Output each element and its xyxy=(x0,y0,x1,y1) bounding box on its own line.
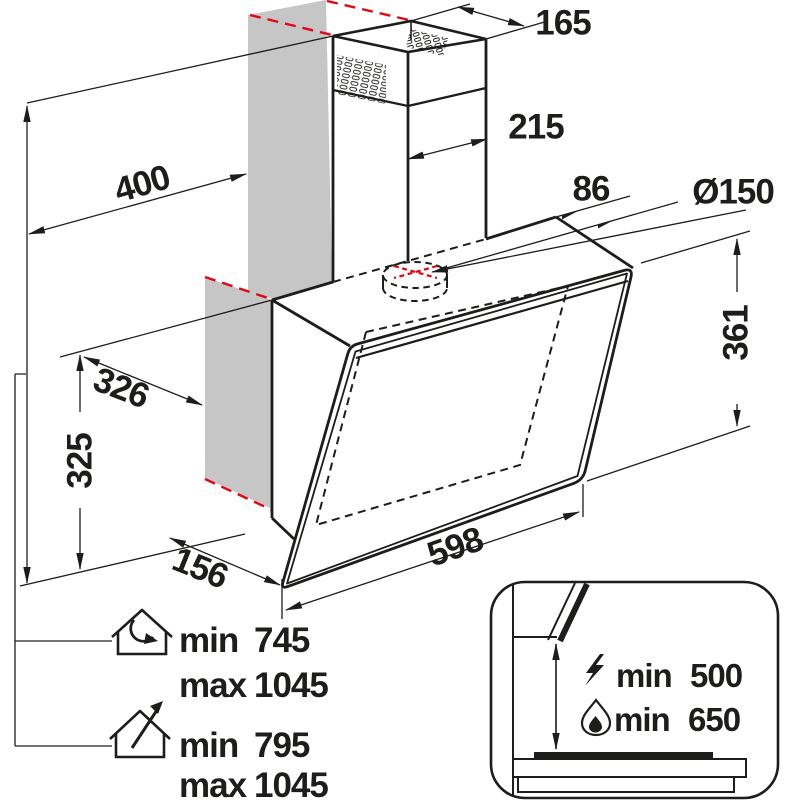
chimney-joint-left xyxy=(332,88,409,108)
dim-label-duct-diameter: Ø150 xyxy=(692,173,774,212)
hood-back-edge-right xyxy=(485,215,557,241)
chimney-vent-grille xyxy=(337,55,386,104)
recirculation-mode-icon xyxy=(111,608,173,656)
dim-line-598 xyxy=(285,511,580,611)
dim-line-215 xyxy=(407,138,488,160)
red-line-chimney-top-left xyxy=(249,13,333,37)
dim-line-400 xyxy=(28,173,247,235)
red-line-chimney-top-rear xyxy=(326,0,410,22)
flame-drop xyxy=(589,716,602,733)
ext-165-left xyxy=(410,3,471,22)
extract-house-roof xyxy=(109,709,171,740)
red-reference-lines xyxy=(204,0,410,512)
recirc-house-roof xyxy=(111,608,173,638)
duct-collar-bottom-rim xyxy=(382,287,448,302)
hood-back-edge-left xyxy=(271,280,334,302)
dim-line-156 xyxy=(169,537,281,586)
dim-label-wall-clearance-width: 400 xyxy=(110,157,175,210)
dimension-lines-left xyxy=(28,173,281,586)
dim-line-326 xyxy=(83,356,203,406)
ext-86-duct-axis xyxy=(435,201,679,272)
hood-top-front-edge xyxy=(355,279,629,360)
wall-strip-lower xyxy=(205,277,272,509)
extraction-mode-icon xyxy=(109,701,171,759)
recirc-max-value: 1045 xyxy=(254,666,328,705)
extract-max-label: max xyxy=(179,766,248,800)
ext-86-back-edge xyxy=(555,195,631,218)
ext-361-top xyxy=(640,230,751,264)
hood-top-left-edge xyxy=(271,298,351,348)
inset-counter-top xyxy=(512,758,747,778)
install-height-legend: min 745 max 1045 min 795 max 1045 xyxy=(109,608,329,800)
ext-361-bottom xyxy=(586,425,751,482)
extract-arrow-shaft xyxy=(130,709,159,749)
glass-panel-inner-edge xyxy=(286,272,628,585)
chimney-right-face xyxy=(408,39,486,261)
clearance-inset: min 500 min 650 xyxy=(489,580,780,800)
red-line-hood-bottom xyxy=(204,477,273,512)
arrow-86-lower xyxy=(598,220,614,229)
extract-min-value: 795 xyxy=(254,726,310,765)
leader-line-duct-diameter xyxy=(431,209,747,273)
inset-hob-bar xyxy=(534,752,713,759)
dim-label-hood-top-depth: 326 xyxy=(88,360,154,416)
flame-outline xyxy=(580,698,612,737)
glass-panel-outer-edge xyxy=(281,268,633,589)
inset-counter-base xyxy=(517,776,735,793)
inset-gas-label: min xyxy=(614,701,670,738)
extract-max-value: 1045 xyxy=(254,766,328,800)
chimney-left-face xyxy=(333,36,408,282)
duct-center-mark-2 xyxy=(393,264,438,280)
ext-165-right xyxy=(485,20,549,40)
extract-house-walls xyxy=(114,734,166,759)
dim-label-front-glass-height: 361 xyxy=(717,305,756,361)
legend-connector-lines xyxy=(14,373,112,747)
dim-label-chimney-width: 215 xyxy=(508,108,564,147)
reference-lines xyxy=(14,35,334,747)
dimension-lines-right xyxy=(281,3,751,619)
recirc-house-walls xyxy=(116,632,168,656)
inset-hood-glass-bar xyxy=(557,582,590,643)
dim-line-165 xyxy=(457,6,525,27)
duct-collar xyxy=(382,261,448,302)
chimney-inner-top-grille xyxy=(406,29,448,56)
recirc-max-label: max xyxy=(179,666,248,705)
inset-electric-value: 500 xyxy=(690,657,742,694)
arrow-86-upper xyxy=(562,211,578,220)
recirc-arrow-head xyxy=(144,633,158,644)
extract-arrow-head xyxy=(150,701,163,714)
wall-strip-upper xyxy=(248,0,332,299)
dim-label-mounting-height: 325 xyxy=(61,433,100,489)
dim-label-hood-bottom-depth: 156 xyxy=(167,540,233,597)
inset-hood-body-line xyxy=(547,582,576,641)
lightning-icon xyxy=(585,654,604,686)
hood-top-reference-line xyxy=(59,299,273,358)
hood-top-face xyxy=(272,217,633,346)
wall-mounting-strip xyxy=(205,0,332,509)
dim-label-chimney-top-depth: 165 xyxy=(535,4,591,43)
suction-panel-hidden-outline xyxy=(314,284,570,527)
inset-electric-label: min xyxy=(616,657,672,694)
inset-gas-value: 650 xyxy=(688,701,740,738)
extract-min-label: min xyxy=(179,726,238,765)
chimney-joint-right xyxy=(407,86,487,108)
hood-top-right-edge xyxy=(555,215,634,270)
flame-icon xyxy=(580,698,612,737)
recirc-min-value: 745 xyxy=(254,621,310,660)
recirc-min-label: min xyxy=(179,621,238,660)
red-line-hood-top xyxy=(204,275,272,301)
duct-center-mark-1 xyxy=(393,264,438,280)
dim-label-duct-center-offset: 86 xyxy=(573,170,610,209)
ceiling-reference-line xyxy=(26,35,334,104)
